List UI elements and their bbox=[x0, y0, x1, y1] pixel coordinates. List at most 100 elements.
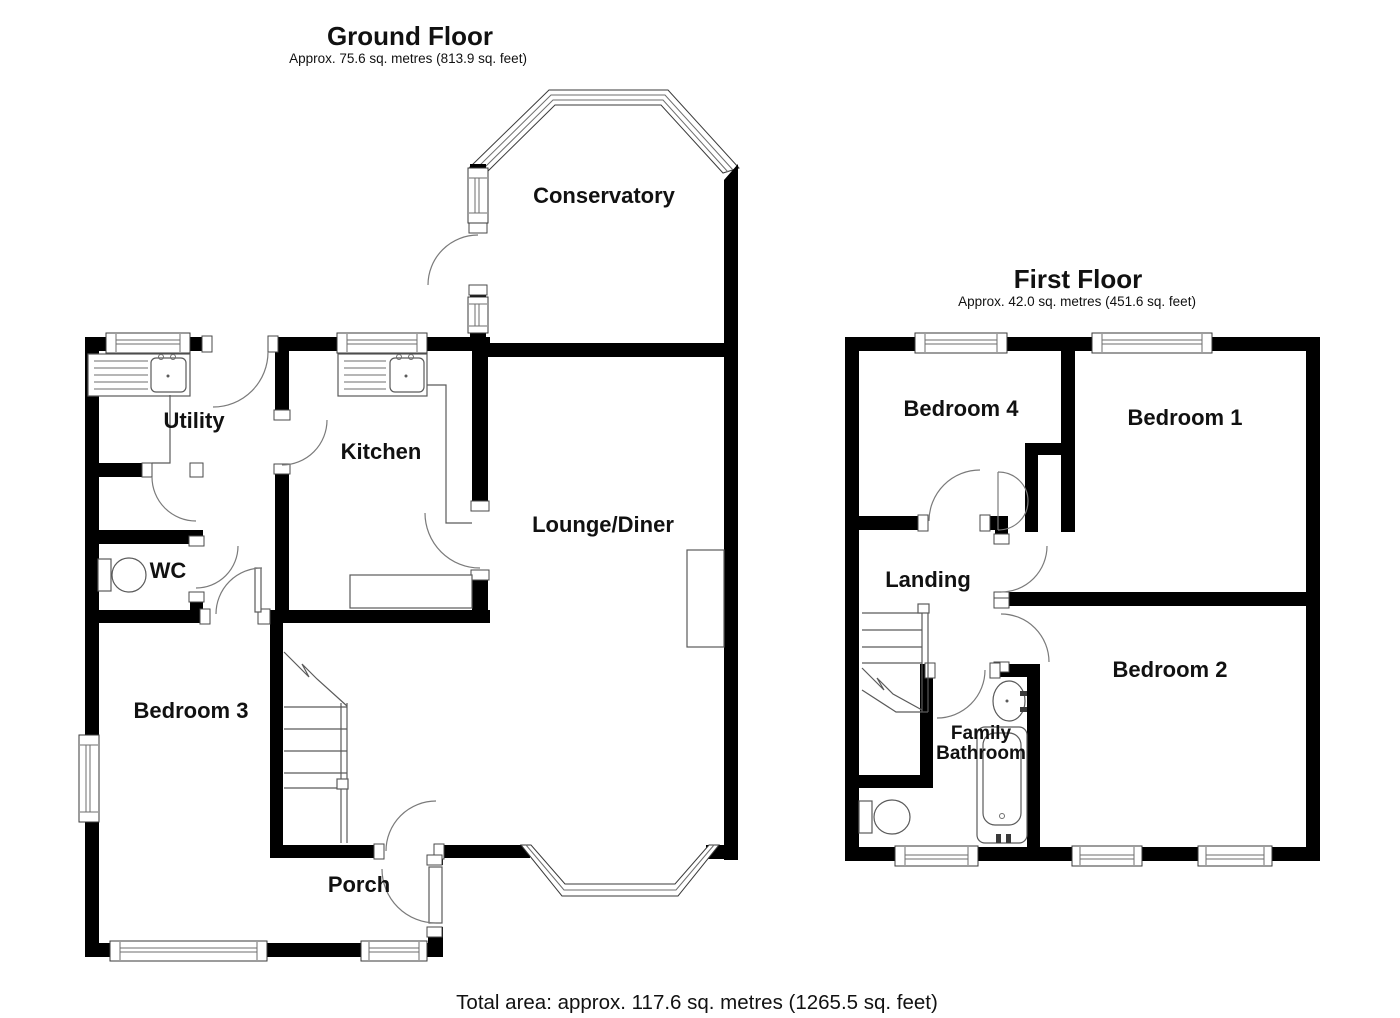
lounge-diner-label: Lounge/Diner bbox=[532, 512, 674, 537]
wall-segment bbox=[486, 343, 737, 357]
ground-floor-title: Ground Floor bbox=[327, 21, 493, 51]
window bbox=[467, 296, 489, 334]
newel-post bbox=[917, 603, 930, 614]
door-arc bbox=[427, 234, 479, 286]
kitchen-counter bbox=[349, 384, 473, 609]
window bbox=[1091, 332, 1213, 354]
door-arc bbox=[424, 512, 481, 569]
wall-segment bbox=[85, 610, 490, 623]
first-floor-area-note: Approx. 42.0 sq. metres (451.6 sq. feet) bbox=[958, 294, 1196, 309]
windows-first-floor bbox=[894, 332, 1273, 867]
door-arc bbox=[281, 419, 328, 466]
door-arc bbox=[215, 567, 263, 615]
door-jamb bbox=[257, 608, 271, 625]
wall-segment bbox=[275, 337, 289, 623]
door-arcs-ground bbox=[151, 234, 481, 924]
conservatory-glazing bbox=[469, 89, 740, 174]
porch-label: Porch bbox=[328, 872, 390, 897]
windows-ground-floor bbox=[78, 167, 489, 962]
door-jamb bbox=[470, 569, 490, 581]
bathtub bbox=[976, 726, 1028, 844]
first-floor-title: First Floor bbox=[1014, 264, 1143, 294]
bay-window bbox=[519, 844, 721, 897]
door-arc bbox=[1000, 613, 1050, 663]
window bbox=[336, 332, 428, 354]
landing-label: Landing bbox=[885, 567, 971, 592]
door-jamb bbox=[189, 462, 204, 478]
door-jamb bbox=[373, 843, 385, 860]
bedroom-3-label: Bedroom 3 bbox=[134, 698, 249, 723]
wall-segment bbox=[1061, 351, 1075, 532]
chimney-breast bbox=[686, 549, 725, 648]
ground-floor-area-note: Approx. 75.6 sq. metres (813.9 sq. feet) bbox=[289, 51, 527, 66]
total-area-label: Total area: approx. 117.6 sq. metres (12… bbox=[456, 991, 938, 1014]
door-jamb bbox=[426, 854, 443, 866]
door-jamb bbox=[267, 335, 279, 353]
door-jamb bbox=[917, 514, 929, 532]
ground-floor-plan: Ground Floor Approx. 75.6 sq. metres (81… bbox=[78, 21, 740, 962]
wall-segment bbox=[845, 775, 933, 788]
wall-segment bbox=[85, 337, 99, 957]
door-arc bbox=[1000, 545, 1048, 593]
wall-segment bbox=[845, 337, 859, 861]
door-arc bbox=[385, 800, 437, 852]
utility-sink bbox=[87, 353, 191, 397]
door-jamb bbox=[468, 222, 488, 234]
door-arc bbox=[195, 545, 239, 589]
front-door-leaf bbox=[428, 866, 443, 924]
wall-segment bbox=[995, 592, 1320, 606]
wall-segment bbox=[1027, 664, 1040, 861]
window bbox=[78, 734, 100, 823]
door-arc bbox=[936, 669, 986, 719]
door-arcs-first bbox=[928, 469, 1050, 719]
family-bathroom-label-line2: Bathroom bbox=[936, 743, 1026, 764]
staircase-ground bbox=[283, 651, 349, 843]
door-jamb bbox=[470, 500, 490, 512]
wall-segment bbox=[724, 357, 738, 860]
door-arc bbox=[997, 471, 1029, 531]
window bbox=[1197, 845, 1273, 867]
door-leaf bbox=[254, 567, 262, 613]
wall-segment bbox=[1025, 455, 1038, 532]
bathroom-basin bbox=[992, 680, 1027, 722]
wc-label: WC bbox=[150, 558, 187, 583]
kitchen-sink bbox=[337, 353, 428, 397]
door-jamb bbox=[201, 335, 213, 353]
bedroom-4-label: Bedroom 4 bbox=[904, 396, 1020, 421]
bedroom-1-label: Bedroom 1 bbox=[1128, 405, 1243, 430]
wall-segment bbox=[85, 530, 198, 544]
utility-counter bbox=[152, 395, 171, 464]
wall-segment bbox=[85, 463, 152, 477]
family-bathroom-label-line1: Family bbox=[951, 723, 1012, 744]
door-jamb bbox=[426, 926, 443, 938]
utility-label: Utility bbox=[163, 408, 225, 433]
conservatory-label: Conservatory bbox=[533, 183, 676, 208]
window bbox=[360, 940, 428, 962]
window bbox=[914, 332, 1008, 354]
staircase-first bbox=[861, 603, 930, 713]
door-jamb bbox=[273, 409, 291, 421]
door-jamb bbox=[989, 662, 1001, 679]
wc-toilet bbox=[97, 557, 147, 593]
door-jamb bbox=[468, 284, 488, 296]
newel-post bbox=[336, 778, 349, 790]
wall-segment bbox=[440, 845, 530, 858]
wall-segment bbox=[724, 164, 738, 357]
window bbox=[1071, 845, 1143, 867]
window bbox=[109, 940, 268, 962]
door-arc bbox=[151, 476, 197, 522]
door-jamb bbox=[141, 462, 153, 478]
wall-segment bbox=[1025, 443, 1075, 455]
door-jamb bbox=[199, 608, 211, 625]
bathroom-toilet bbox=[858, 799, 911, 835]
door-arc bbox=[381, 868, 437, 924]
door-jamb bbox=[188, 591, 205, 603]
door-jamb bbox=[979, 514, 991, 532]
door-jamb bbox=[993, 533, 1010, 545]
wall-segment bbox=[845, 516, 928, 530]
wall-segment bbox=[920, 664, 933, 788]
door-jamb bbox=[273, 463, 291, 475]
bedroom-2-label: Bedroom 2 bbox=[1113, 657, 1228, 682]
